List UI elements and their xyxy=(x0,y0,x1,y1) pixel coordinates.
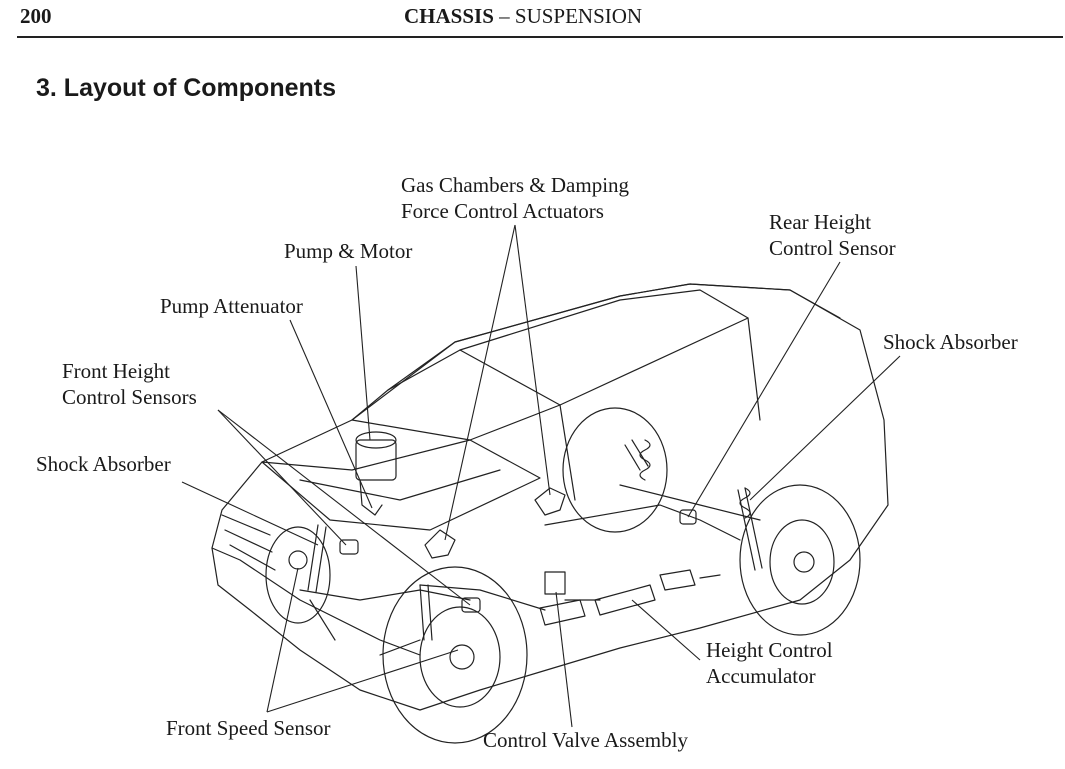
leader-front-speed-2 xyxy=(266,649,459,713)
callout-front-height-line2: Control Sensors xyxy=(62,385,197,409)
callout-rear-shock-absorber: Shock Absorber xyxy=(883,329,1018,355)
callout-accumulator-line1: Height Control xyxy=(706,638,833,662)
gas-chamber-front xyxy=(424,529,456,559)
leader-pump-motor xyxy=(355,265,371,441)
hood-line xyxy=(261,439,541,531)
leader-rear-shock xyxy=(749,355,901,501)
callout-pump-attenuator-line1: Pump Attenuator xyxy=(160,294,303,318)
windshield xyxy=(351,349,561,441)
callout-rear-height-line1: Rear Height xyxy=(769,210,872,234)
section-title: 3. Layout of Components xyxy=(36,74,336,102)
rear-spring-right xyxy=(739,487,751,519)
callout-rear-shock-line1: Shock Absorber xyxy=(883,330,1018,354)
page-number: 200 xyxy=(20,4,52,28)
rear-shock-left xyxy=(624,439,649,471)
front-bumper xyxy=(211,547,421,656)
gas-chamber-rear xyxy=(534,487,566,516)
pump-motor-body xyxy=(355,439,397,481)
header-title-main: CHASSIS xyxy=(404,4,494,28)
front-height-sensor-left xyxy=(339,539,359,555)
callout-height-control-accumulator: Height Control Accumulator xyxy=(706,637,833,689)
leader-accumulator xyxy=(631,599,701,661)
header-rule xyxy=(17,36,1063,38)
front-grille xyxy=(221,514,276,571)
leader-front-shock xyxy=(181,481,319,546)
rear-shock-right xyxy=(737,487,763,571)
leader-front-speed-1 xyxy=(266,567,299,713)
rear-wheel-near-inner xyxy=(769,519,835,605)
callout-rear-height-sensor: Rear Height Control Sensor xyxy=(769,209,896,261)
front-hub xyxy=(449,644,475,670)
front-lower-arm xyxy=(309,599,421,656)
vehicle-roof-line xyxy=(387,283,841,391)
front-crossmember xyxy=(299,589,471,601)
hood-crease xyxy=(299,469,501,501)
front-wheel-inner xyxy=(419,606,501,708)
pump-motor-top xyxy=(355,431,397,449)
callout-front-shock-line1: Shock Absorber xyxy=(36,452,171,476)
front-far-hub xyxy=(288,550,308,570)
callout-gas-chambers-line1: Gas Chambers & Damping xyxy=(401,173,630,197)
callout-front-speed-line1: Front Speed Sensor xyxy=(166,716,331,740)
accumulator-fitting xyxy=(659,569,696,591)
leader-pump-attenuator xyxy=(289,319,373,509)
callout-rear-height-line2: Control Sensor xyxy=(769,236,896,260)
control-valve-box xyxy=(544,571,566,595)
callout-control-valve-assembly: Control Valve Assembly xyxy=(483,727,688,753)
rear-hub xyxy=(793,551,815,573)
hydraulic-line xyxy=(419,574,721,611)
callout-pump-motor-line1: Pump & Motor xyxy=(284,239,413,263)
rear-axle-link xyxy=(619,484,761,521)
leader-front-height-1 xyxy=(217,409,347,546)
height-control-accumulator xyxy=(594,584,656,616)
header-title-sub: SUSPENSION xyxy=(514,4,643,28)
callout-gas-chambers-line2: Force Control Actuators xyxy=(401,199,604,223)
leader-gas-chambers-1 xyxy=(444,224,516,541)
front-height-sensor-right xyxy=(461,597,481,613)
header-title-separator: – xyxy=(493,4,515,28)
pump-attenuator xyxy=(359,479,383,516)
callout-front-height-line1: Front Height xyxy=(62,359,170,383)
front-far-wheel xyxy=(265,526,331,624)
rear-height-sensor xyxy=(679,509,697,525)
leader-gas-chambers-2 xyxy=(514,224,551,496)
callout-front-shock-absorber: Shock Absorber xyxy=(36,451,171,477)
callout-front-height-sensors: Front Height Control Sensors xyxy=(62,358,197,410)
rear-wheel-near-outer xyxy=(739,484,861,636)
rear-spring-left xyxy=(639,439,651,481)
vehicle-body-outline xyxy=(211,283,889,711)
callout-accumulator-line2: Accumulator xyxy=(706,664,816,688)
callout-pump-attenuator: Pump Attenuator xyxy=(160,293,303,319)
callout-control-valve-line1: Control Valve Assembly xyxy=(483,728,688,752)
front-strut-right xyxy=(419,584,433,641)
leader-rear-height xyxy=(687,261,841,518)
front-strut-left xyxy=(307,524,327,593)
front-wheel-outer xyxy=(382,566,528,744)
callout-front-speed-sensor: Front Speed Sensor xyxy=(166,715,331,741)
leader-control-valve xyxy=(555,591,573,728)
side-window xyxy=(459,289,749,406)
header-title: CHASSIS – SUSPENSION xyxy=(404,4,642,29)
rear-wheel-far xyxy=(562,407,668,533)
callout-pump-motor: Pump & Motor xyxy=(284,238,412,264)
door-line xyxy=(559,317,761,501)
control-valve-assembly-body xyxy=(539,599,586,626)
callout-gas-chambers: Gas Chambers & Damping Force Control Act… xyxy=(401,172,629,224)
leader-front-height-2 xyxy=(217,409,471,606)
